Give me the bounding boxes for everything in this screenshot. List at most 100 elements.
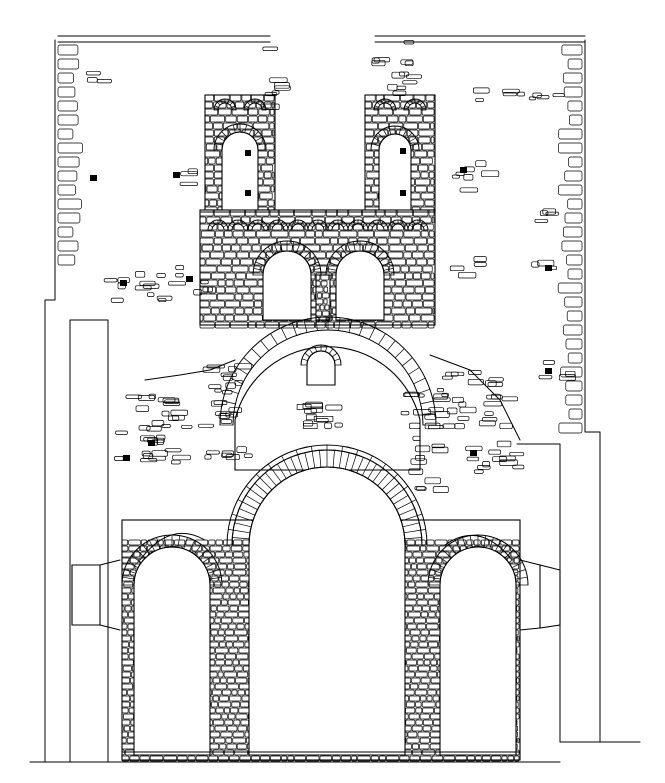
wall-stone [234,380,243,386]
wall-stone [477,465,491,470]
wall-stone [542,360,555,365]
wall-stone [451,396,464,404]
right-outer-wall [374,35,601,743]
wall-stone [496,440,512,448]
wall-stone [458,401,467,408]
wall-stone [466,456,480,462]
wall-stone [302,420,314,427]
wall-stone [468,370,482,375]
wall-stone [478,420,496,427]
wall-stone [261,103,280,110]
wall-stone [428,407,445,413]
wall-stone [234,363,252,370]
wall-stone [531,261,540,268]
wall-stone [424,422,441,430]
wall-stone [373,57,391,63]
wall-stone [403,40,415,45]
wall-stone [325,404,343,411]
wall-stone [96,79,112,84]
putlog-hole [245,190,251,196]
wall-stone [387,83,398,91]
wall-stone [269,77,288,83]
wall-stone [416,486,427,491]
wall-stone [103,278,118,283]
wall-stone [205,450,220,455]
wall-stone [220,419,233,424]
wall-stone [483,401,503,407]
wall-stone [225,382,237,389]
wall-stone [225,454,240,461]
wall-stone [538,374,553,380]
wall-stone [86,70,101,76]
wall-stone [304,407,317,414]
wall-stone [402,392,420,397]
putlog-hole [173,172,180,178]
mullion-stones [315,274,330,323]
wall-stone [415,455,426,461]
left-tower-arch [213,123,267,151]
small-window-arch [300,344,342,366]
wall-stone [488,449,502,455]
wall-stone [558,374,576,381]
wall-stone [536,95,550,100]
wall-stone [402,80,418,85]
wall-stone [482,461,490,468]
wall-stone [512,464,525,470]
wall-stone [484,411,494,416]
vault-stone [305,414,317,421]
wall-stone [161,424,171,428]
wall-stone [151,420,165,427]
tower-top-arch [373,98,397,111]
left-outer-wall [44,35,271,763]
wall-stone [305,401,323,408]
wall-stone [220,372,237,377]
putlog-hole [545,265,552,271]
wall-stone [502,88,520,94]
gallery-blind-arch [247,219,269,231]
central-arch-outer [226,444,428,546]
wall-stone [137,395,156,401]
putlog-hole [90,175,97,181]
wall-stone [473,256,487,262]
wall-stone [424,477,441,485]
gallery-window-right-arch [325,240,395,276]
gallery-window-left-arch [252,240,322,276]
central-semi-dome [219,316,437,471]
wall-stone [175,265,185,271]
gallery-blind-arch [367,219,389,231]
wall-stone [445,371,459,377]
wall-stone [432,486,449,493]
wall-stone [156,295,173,301]
wall-stone [481,170,500,178]
wall-stone [228,407,243,413]
wall-stone [487,382,504,387]
wall-stone [509,451,525,457]
wall-stone [151,450,168,457]
putlog-hole [148,440,155,446]
wall-stone [197,423,215,428]
wall-stone [193,289,203,296]
wall-stone [115,430,128,435]
wall-stone [167,415,180,421]
wall-stone [473,262,487,267]
wall-stone [146,426,162,432]
wall-stone [391,71,405,79]
putlog-hole [120,280,127,286]
wall-stone [274,82,290,89]
wall-stone [225,411,238,418]
lower-arcade [121,444,529,762]
wall-stone [400,59,414,65]
scattered-wall-stones [86,40,576,493]
wall-stone [540,210,549,217]
wall-stone [442,423,456,429]
wall-stone [501,396,519,402]
wall-stone [371,59,386,67]
wall-stone [459,406,477,414]
wall-stone [449,265,465,272]
wall-stone [534,218,549,223]
wall-stone [467,378,484,386]
wall-stone [168,281,187,286]
wall-stone [139,280,156,286]
wall-stone [457,415,470,421]
wall-stone [564,370,576,377]
